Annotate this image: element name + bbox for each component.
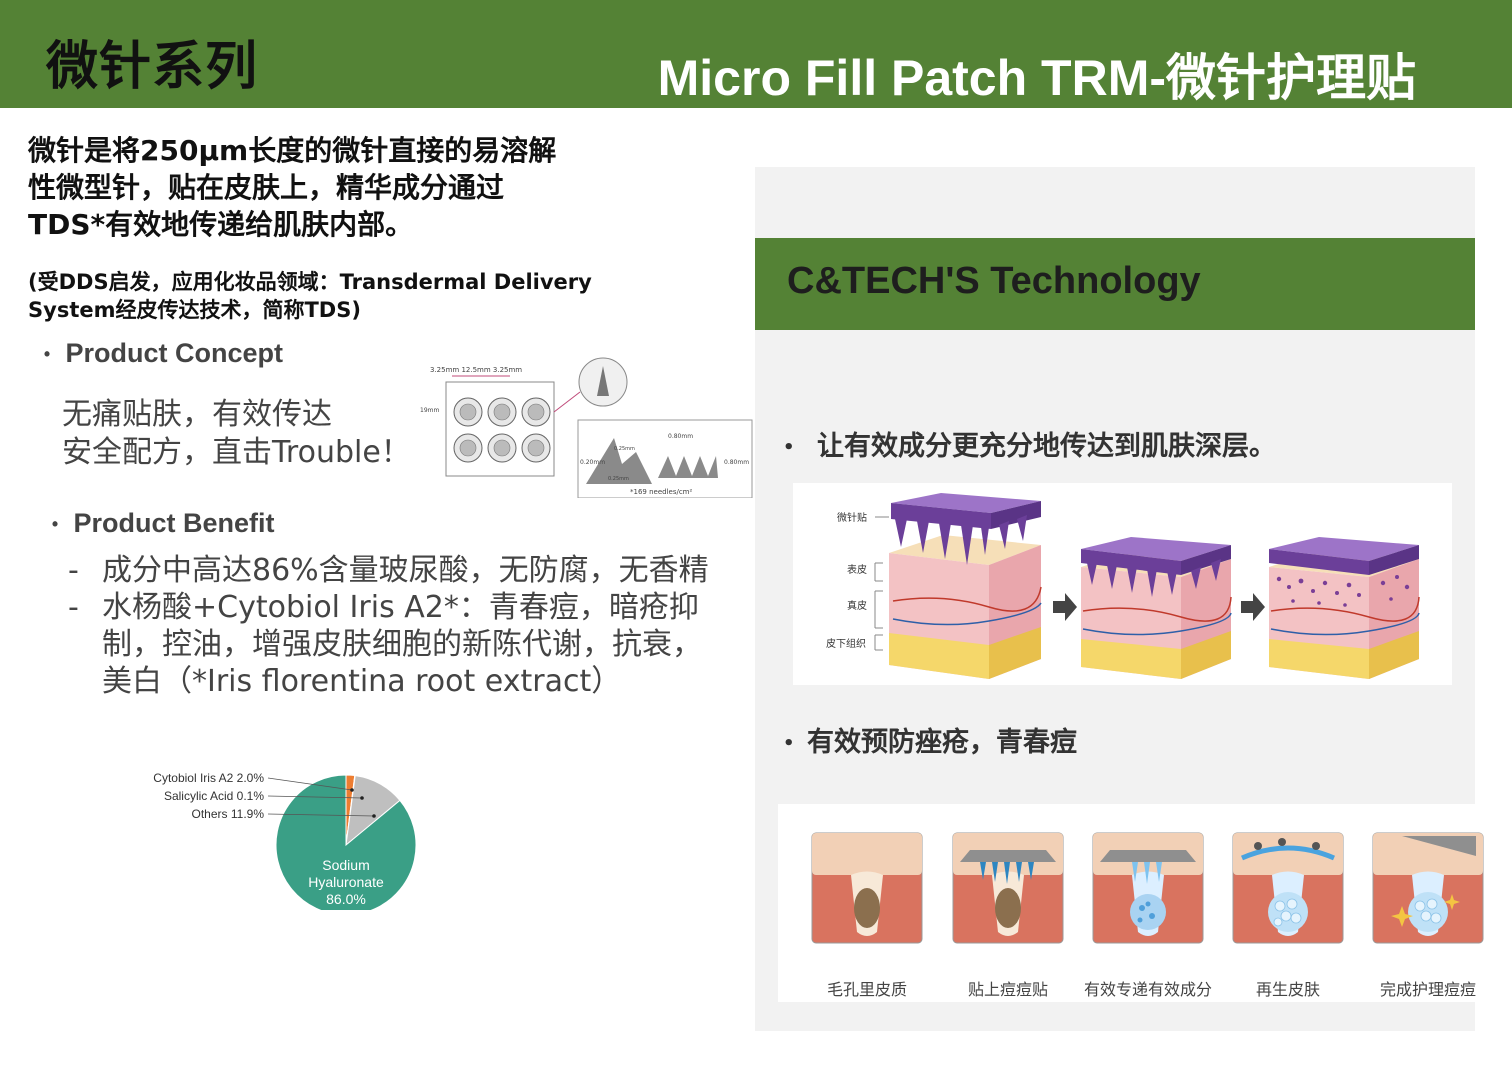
- pie-label: Cytobiol Iris A2 2.0%: [153, 771, 264, 785]
- delivery-bullet: • 让有效成分更充分地传达到肌肤深层。: [783, 424, 1276, 463]
- skin-delivery-illustration: 微针贴 表皮 真皮 皮下组织: [793, 483, 1452, 685]
- intro-note-line: System经皮传达技术，简称TDS): [28, 298, 361, 322]
- needle-profile-shape: [586, 438, 652, 484]
- acne-step-label: 贴上痘痘贴: [967, 980, 1048, 999]
- arrow-right-icon: [1053, 593, 1077, 621]
- acne-steps-illustration: 毛孔里皮质 贴上痘痘贴 有: [778, 804, 1484, 1002]
- acne-step-label: 毛孔里皮质: [826, 980, 907, 999]
- intro-line: 性微型针，贴在皮肤上，精华成分通过: [28, 171, 505, 204]
- dim-d-label: 0.25mm: [614, 446, 635, 452]
- acne-step-label: 有效专递有效成分: [1083, 980, 1212, 999]
- acne-bullet: • 有效预防痤疮，青春痘: [783, 720, 1077, 759]
- pie-main-label: 86.0%: [326, 891, 366, 907]
- intro-note: (受DDS启发，应用化妆品领域：Transdermal Delivery Sys…: [28, 268, 648, 324]
- concept-line: 安全配方，直击Trouble！: [62, 435, 411, 470]
- apply-patch-icon: [952, 832, 1064, 944]
- needle-density-label: *169 needles/cm²: [630, 488, 693, 496]
- acne-step-1: 毛孔里皮质: [811, 832, 923, 999]
- pie-leader-line: [267, 795, 363, 799]
- pie-leader-line: [267, 777, 353, 791]
- needle-profile-box: [577, 419, 753, 498]
- care-complete-icon: [1372, 832, 1484, 944]
- benefit-item: -成分中高达86%含量玻尿酸，无防腐，无香精: [68, 552, 728, 589]
- intro-text: 微针是将250µm长度的微针直接的易溶解 性微型针，贴在皮肤上，精华成分通过 T…: [28, 132, 628, 243]
- intro-line: 微针是将250µm长度的微针直接的易溶解: [28, 134, 557, 167]
- bullet-dot-icon: •: [783, 437, 795, 458]
- skin-label-patch: 微针贴: [837, 511, 867, 524]
- dims-top-label: 3.25mm 12.5mm 3.25mm: [430, 366, 522, 374]
- acne-step-4: 再生皮肤: [1232, 832, 1344, 999]
- delivery-text: 让有效成分更充分地传达到肌肤深层。: [817, 431, 1276, 462]
- product-benefit-label: Product Benefit: [73, 508, 275, 538]
- needle-array-shape: [658, 456, 718, 478]
- series-title: 微针系列: [46, 37, 259, 97]
- benefit-text: 成分中高达86%含量玻尿酸，无防腐，无香精: [102, 553, 709, 588]
- deliver-ingredients-icon: [1092, 832, 1204, 944]
- technology-title-bar: C&TECH'S Technology: [755, 238, 1475, 330]
- acne-text: 有效预防痤疮，青春痘: [807, 727, 1077, 758]
- pie-slice: [275, 774, 417, 910]
- dim-c-label: 0.80mm: [724, 459, 749, 466]
- dim-side-label: 19mm: [420, 407, 439, 414]
- acne-step-5: 完成护理痘痘: [1372, 832, 1484, 999]
- dim-e-label: 0.25mm: [608, 476, 629, 482]
- acne-step-label: 完成护理痘痘: [1379, 980, 1476, 999]
- acne-step-2: 贴上痘痘贴: [952, 832, 1064, 999]
- needle-tip-icon: [597, 366, 609, 396]
- regenerate-skin-icon: [1232, 832, 1344, 944]
- pie-label: Others 11.9%: [192, 807, 265, 821]
- skin-layers-svg: 微针贴 表皮 真皮 皮下组织: [826, 493, 1420, 679]
- pie-label: Salicylic Acid 0.1%: [164, 789, 264, 803]
- dim-b-label: 0.20mm: [580, 459, 605, 466]
- intro-line: TDS*有效地传递给肌肤内部。: [28, 208, 414, 241]
- product-concept-heading: • Product Concept: [36, 338, 283, 369]
- benefit-list: -成分中高达86%含量玻尿酸，无防腐，无香精 -水杨酸+Cytobiol Iri…: [68, 552, 728, 700]
- product-title: Micro Fill Patch TRM-微针护理贴: [657, 50, 1416, 106]
- acne-step-label: 再生皮肤: [1255, 980, 1320, 999]
- skin-label-epidermis: 表皮: [847, 563, 867, 576]
- pie-leader-line: [267, 813, 375, 817]
- benefit-text: 水杨酸+Cytobiol Iris A2*：青春痘，暗疮抑制，控油，增强皮肤细胞…: [102, 590, 702, 699]
- ingredient-pie-chart: Cytobiol Iris A2 2.0% Salicylic Acid 0.1%…: [153, 771, 417, 910]
- bullet-dot-icon: •: [51, 514, 59, 535]
- pie-leader-dot: [350, 788, 354, 792]
- acne-step-3: 有效专递有效成分: [1084, 832, 1212, 999]
- bullet-dot-icon: •: [783, 733, 795, 754]
- product-concept-body: 无痛贴肤，有效传达 安全配方，直击Trouble！: [62, 396, 411, 472]
- skin-block-1: [889, 493, 1042, 679]
- dash-icon: -: [68, 553, 79, 588]
- skin-block-2: [1081, 537, 1232, 679]
- skin-label-dermis: 真皮: [847, 599, 867, 612]
- header-bar: 微针系列 Micro Fill Patch TRM-微针护理贴: [0, 0, 1512, 108]
- pore-sebum-icon: [811, 832, 923, 944]
- arrow-right-icon: [1241, 593, 1265, 621]
- product-benefit-heading: • Product Benefit: [44, 508, 275, 539]
- skin-block-3: [1269, 537, 1420, 679]
- technology-panel: C&TECH'S Technology • 让有效成分更充分地传达到肌肤深层。 微…: [755, 167, 1484, 1031]
- product-concept-label: Product Concept: [65, 338, 284, 368]
- microneedle-diagram: 3.25mm 12.5mm 3.25mm 19mm: [420, 357, 753, 498]
- intro-note-line: (受DDS启发，应用化妆品领域：Transdermal Delivery: [28, 270, 592, 294]
- pie-leader-dot: [360, 796, 364, 800]
- pie-leader-dot: [372, 814, 376, 818]
- pie-main-label: Sodium: [322, 857, 369, 873]
- bullet-dot-icon: •: [43, 344, 51, 365]
- dash-icon: -: [68, 590, 79, 625]
- technology-title: C&TECH'S Technology: [787, 260, 1201, 302]
- concept-line: 无痛贴肤，有效传达: [62, 397, 332, 432]
- skin-label-subcutis: 皮下组织: [826, 637, 866, 650]
- benefit-item: -水杨酸+Cytobiol Iris A2*：青春痘，暗疮抑制，控油，增强皮肤细…: [68, 589, 728, 700]
- zoom-leader-line: [553, 391, 581, 413]
- pie-main-label: Hyaluronate: [308, 874, 384, 890]
- dim-a-label: 0.80mm: [668, 433, 693, 440]
